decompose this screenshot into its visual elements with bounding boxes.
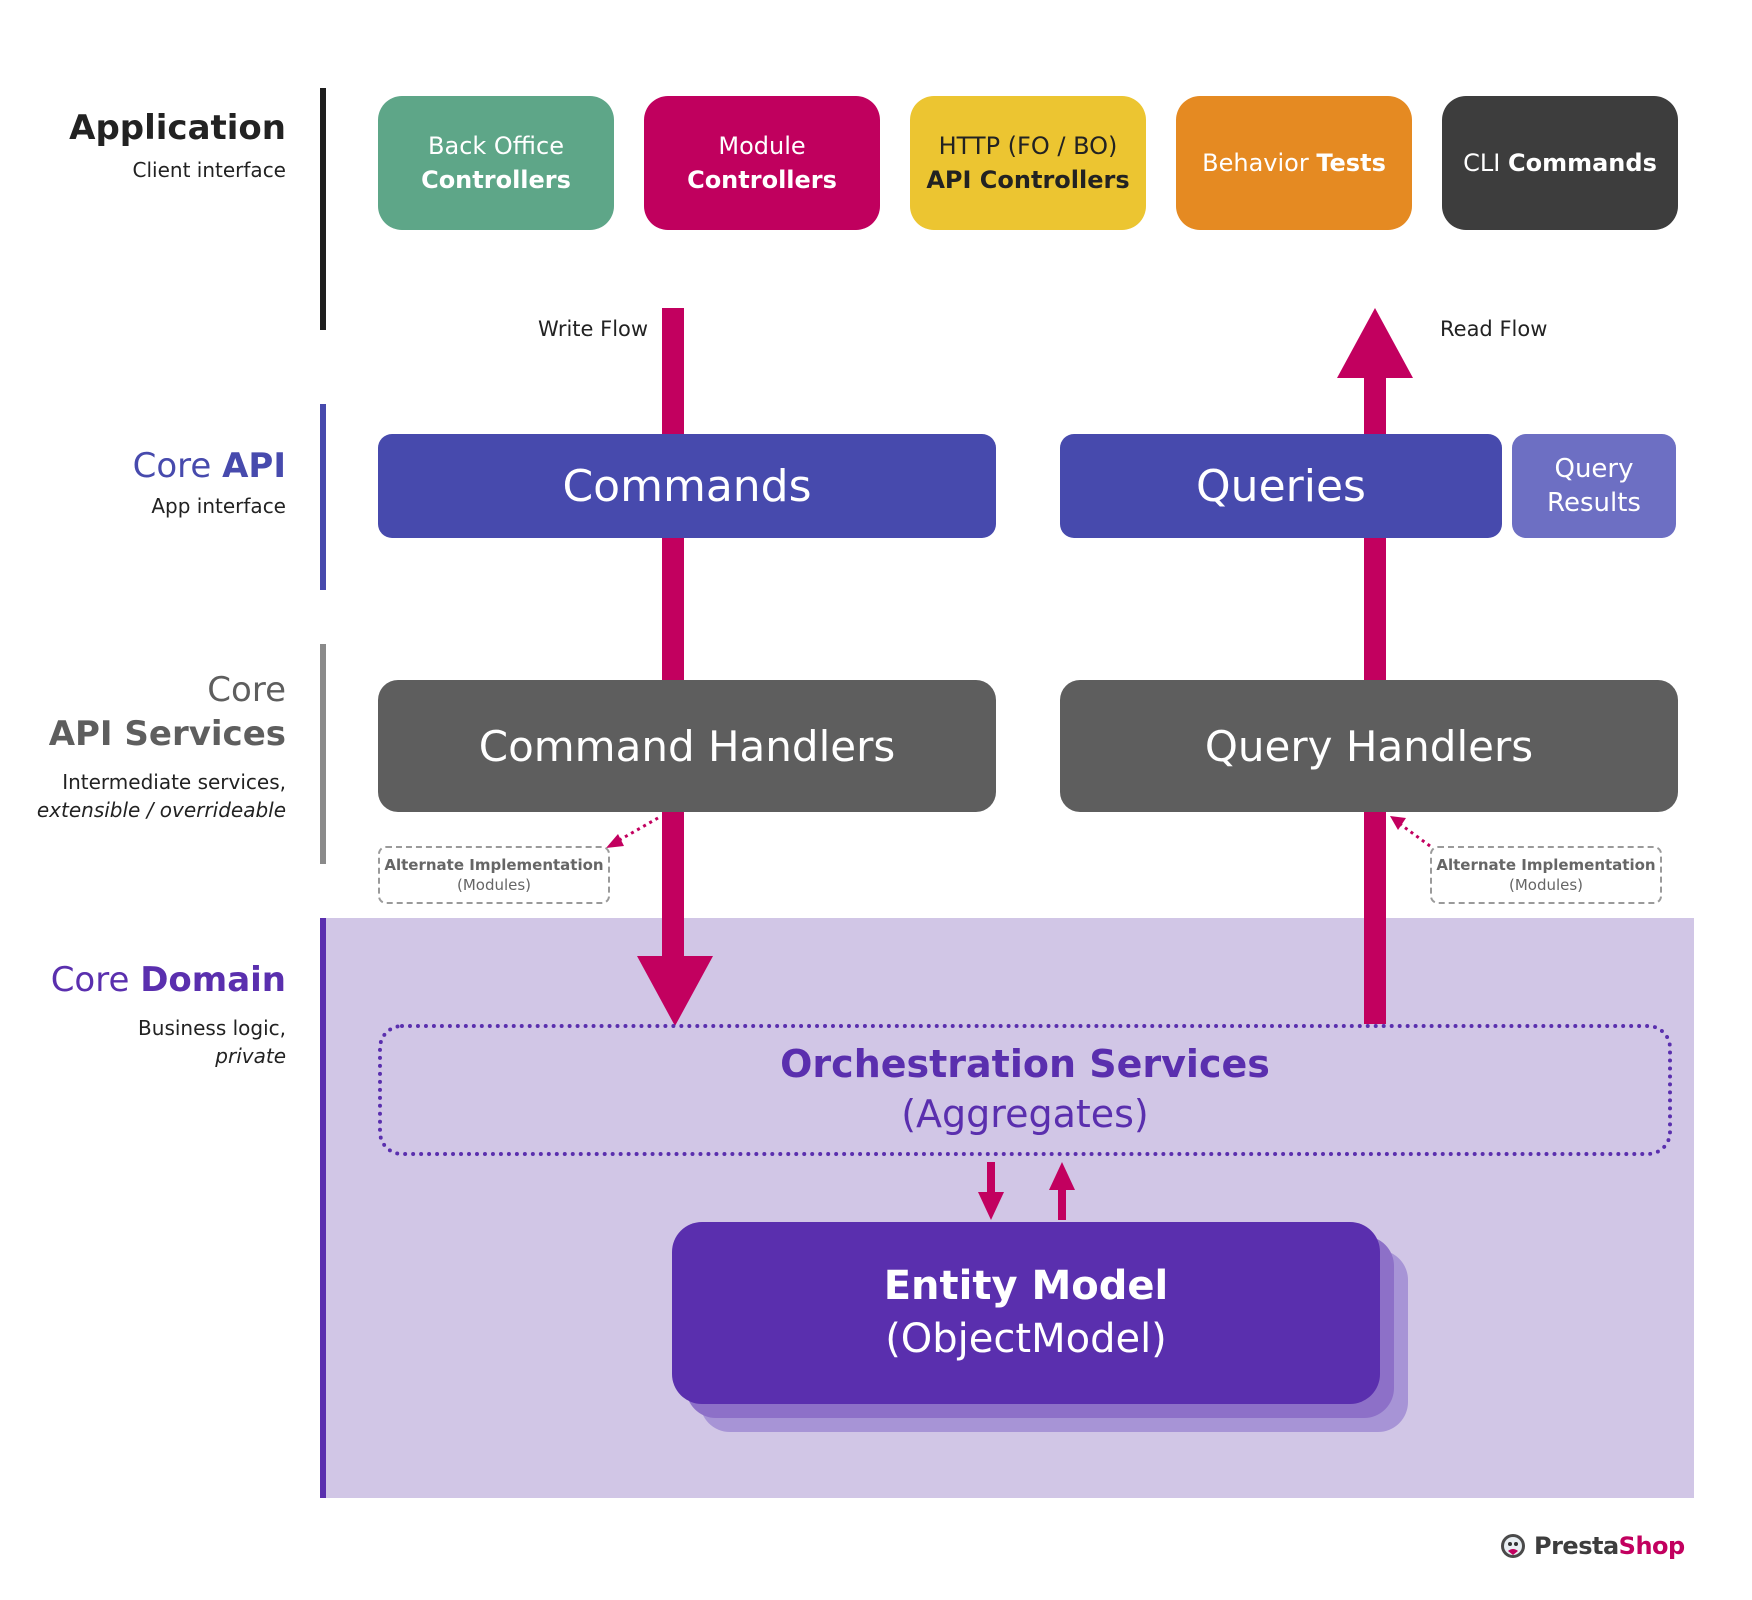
app-box-line2: Controllers: [687, 166, 837, 194]
down-arrow-shaft: [987, 1162, 995, 1194]
app-box-line1: HTTP (FO / BO): [938, 132, 1118, 160]
layer-subtitle: App interface: [151, 494, 286, 518]
commands-box: Commands: [378, 434, 996, 538]
layer-core-api-services: Core API Services Intermediate services,…: [37, 670, 286, 824]
layer-title-line2: API Services: [48, 714, 286, 754]
alt-left-arrowhead: [606, 834, 624, 848]
write-flow-label: Write Flow: [538, 317, 649, 341]
core-domain-layer-bar: [320, 918, 326, 1498]
app-box-module-controllers: Module Controllers: [644, 96, 880, 230]
orchestration-subtitle: (Aggregates): [901, 1092, 1149, 1136]
app-box-line2: Tests: [1316, 149, 1386, 177]
core-api-services-layer-bar: [320, 644, 326, 864]
entity-model-box: Entity Model (ObjectModel): [672, 1222, 1380, 1404]
layer-title-line1: Core: [207, 670, 286, 710]
queries-box: Queries: [1060, 434, 1502, 538]
app-box-line2: Controllers: [421, 166, 571, 194]
layer-core-api: Core API App interface: [133, 446, 286, 520]
layer-application: Application Client interface: [69, 108, 286, 184]
alternate-subtitle: (Modules): [1508, 876, 1584, 894]
app-box-cli-commands: CLI Commands: [1442, 96, 1678, 230]
entity-subtitle: (ObjectModel): [885, 1316, 1167, 1362]
alternate-title: Alternate Implementation: [384, 856, 604, 874]
down-arrow-head: [978, 1192, 1004, 1220]
app-box-back-office-controllers: Back Office Controllers: [378, 96, 614, 230]
layer-subtitle: Client interface: [132, 158, 286, 182]
entity-title: Entity Model: [883, 1263, 1169, 1309]
prestashop-logo-text: PrestaShop: [1534, 1532, 1685, 1560]
layer-subtitle: Business logic,: [138, 1016, 286, 1040]
app-box-line1: Back Office: [428, 132, 564, 160]
prestashop-logo: PrestaShop: [1500, 1532, 1685, 1560]
alt-right-arrowhead: [1390, 816, 1406, 830]
app-box-http-api-controllers: HTTP (FO / BO) API Controllers: [910, 96, 1146, 230]
application-layer-bar: [320, 88, 326, 330]
read-flow-label: Read Flow: [1440, 317, 1548, 341]
app-box-line2: API Controllers: [926, 166, 1130, 194]
up-arrow-head: [1049, 1162, 1075, 1190]
query-handlers-box: Query Handlers: [1060, 680, 1678, 812]
layer-subtitle: Intermediate services,: [62, 770, 286, 794]
alternate-implementation-left: Alternate Implementation (Modules): [378, 846, 610, 904]
query-results-box: Query Results: [1512, 434, 1676, 538]
app-box-line1: CLI: [1463, 149, 1508, 177]
alternate-title: Alternate Implementation: [1436, 856, 1656, 874]
alternate-implementation-right: Alternate Implementation (Modules): [1430, 846, 1662, 904]
layer-title: Application: [69, 108, 286, 148]
read-flow-arrowhead: [1337, 308, 1413, 378]
core-api-layer-bar: [320, 404, 326, 590]
layer-core-domain: Core Domain Business logic, private: [51, 960, 286, 1070]
alt-left-dotted-line: [615, 816, 659, 844]
layer-subtitle-italic: extensible / overrideable: [36, 798, 286, 822]
command-handlers-box: Command Handlers: [378, 680, 996, 812]
layer-subtitle-italic: private: [215, 1044, 286, 1068]
up-arrow-shaft: [1058, 1188, 1066, 1220]
orchestration-services-box: Orchestration Services (Aggregates): [378, 1024, 1672, 1156]
query-results-line1: Query: [1554, 454, 1634, 484]
query-results-line2: Results: [1547, 488, 1641, 518]
app-box-behavior-tests: Behavior Tests: [1176, 96, 1412, 230]
layer-title: Core Domain: [50, 960, 286, 1000]
app-box-line1: Module: [718, 132, 806, 160]
layer-title: Core API: [132, 446, 286, 486]
app-box-line2: Commands: [1507, 149, 1657, 177]
prestashop-logo-icon: [1501, 1534, 1525, 1558]
write-flow-arrowhead: [637, 956, 713, 1026]
alternate-subtitle: (Modules): [456, 876, 532, 894]
orchestration-title: Orchestration Services: [780, 1042, 1270, 1086]
app-box-line1: Behavior: [1202, 149, 1317, 177]
